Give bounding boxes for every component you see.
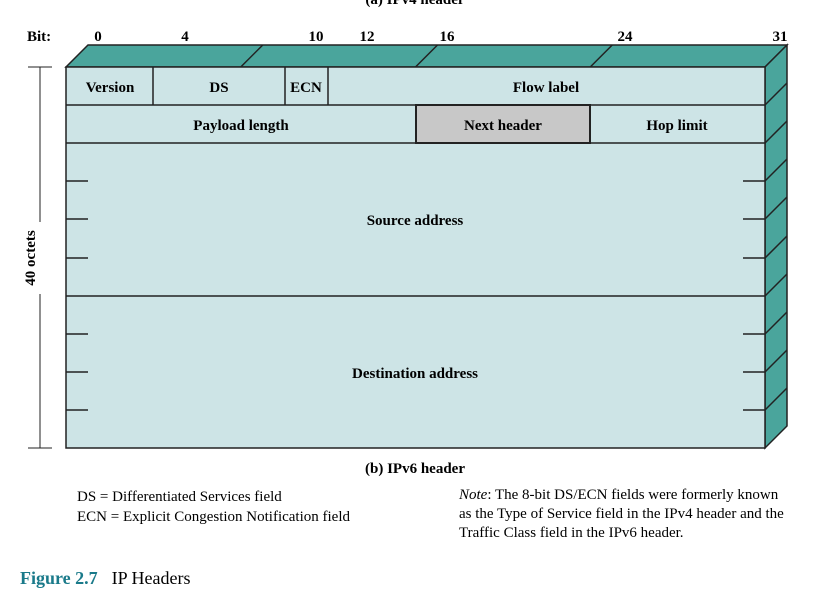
caption-ipv6-header: (b) IPv6 header <box>365 461 465 477</box>
top-divider <box>414 44 439 68</box>
side-divider <box>764 273 788 297</box>
field-destination-address: Destination address <box>352 366 478 382</box>
bit-tick-31: 31 <box>773 29 788 45</box>
note-body: : The 8-bit DS/ECN fields were formerly … <box>459 487 784 541</box>
figure-caption: Figure 2.7 IP Headers <box>20 568 190 589</box>
field-hop-limit: Hop limit <box>646 118 707 134</box>
bit-tick-24: 24 <box>618 29 634 45</box>
side-face-dividers <box>764 82 788 411</box>
legend-ds: DS = Differentiated Services field <box>77 489 282 505</box>
figure-title: IP Headers <box>111 568 191 588</box>
bit-tick-0: 0 <box>94 29 102 45</box>
field-ecn: ECN <box>290 80 322 96</box>
side-divider <box>764 311 788 335</box>
side-divider <box>764 387 788 411</box>
32-bit-word-ticks <box>66 180 765 411</box>
bit-tick-4: 4 <box>181 29 189 45</box>
field-source-address: Source address <box>367 213 464 229</box>
note-text: Note: The 8-bit DS/ECN fields were forme… <box>459 486 789 543</box>
abbreviation-legend: DS = Differentiated Services field ECN =… <box>77 487 350 527</box>
side-divider <box>764 158 788 182</box>
field-version: Version <box>86 80 135 96</box>
side-divider <box>764 235 788 259</box>
octets-dimension: 40 octets <box>22 66 52 449</box>
bit-tick-10: 10 <box>309 29 324 45</box>
field-payload-length: Payload length <box>193 118 289 134</box>
side-label-40-octets: 40 octets <box>23 230 39 286</box>
bit-label: Bit: <box>27 29 51 45</box>
top-caption-partial: (a) IPv4 header <box>365 0 464 8</box>
side-divider <box>764 120 788 144</box>
top-divider <box>589 44 613 68</box>
legend-ecn: ECN = Explicit Congestion Notification f… <box>77 509 351 525</box>
figure-number: Figure 2.7 <box>20 568 98 588</box>
bit-tick-16: 16 <box>440 29 456 45</box>
field-flow-label: Flow label <box>513 80 579 96</box>
field-ds: DS <box>209 80 228 96</box>
bit-tick-12: 12 <box>360 29 375 45</box>
bit-tick-labels: 0 4 10 12 16 24 31 <box>94 29 787 45</box>
side-divider <box>764 349 788 373</box>
top-face-dividers <box>240 44 613 68</box>
row-2: Payload length Next header Hop limit <box>66 104 765 144</box>
side-divider <box>764 196 788 220</box>
side-divider <box>764 82 788 106</box>
field-next-header: Next header <box>464 118 542 134</box>
note-prefix: Note <box>459 487 488 503</box>
top-divider <box>240 44 264 68</box>
